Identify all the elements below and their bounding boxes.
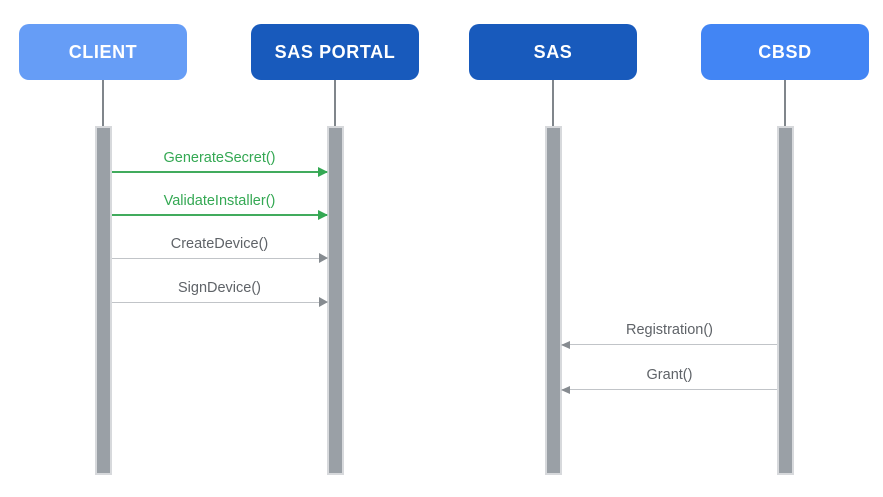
arrowhead-right-icon <box>319 253 328 263</box>
arrowhead-left-icon <box>561 341 570 349</box>
arrowhead-left-icon <box>561 386 570 394</box>
message-label: CreateDevice() <box>170 236 269 252</box>
message-arrow-line <box>112 301 327 303</box>
message-grant: Grant() <box>561 364 777 394</box>
lifeline-cbsd <box>784 80 786 126</box>
lifeline-client <box>102 80 104 126</box>
message-create-device: CreateDevice() <box>112 233 328 263</box>
message-generate-secret: GenerateSecret() <box>112 147 328 177</box>
activation-bar-cbsd <box>777 126 794 475</box>
message-label: ValidateInstaller() <box>163 193 276 209</box>
actor-label-cbsd: CBSD <box>758 41 812 62</box>
actor-box-cbsd: CBSD <box>701 24 869 80</box>
message-arrow-line <box>112 171 327 173</box>
actor-box-sas-portal: SAS PORTAL <box>251 24 419 80</box>
message-arrow-line <box>112 214 327 216</box>
actor-label-client: CLIENT <box>68 41 138 62</box>
message-validate-installer: ValidateInstaller() <box>112 190 328 220</box>
message-arrow-line <box>562 388 777 390</box>
message-registration: Registration() <box>561 319 777 349</box>
activation-bar-sas <box>545 126 562 475</box>
actor-box-client: CLIENT <box>19 24 187 80</box>
message-sign-device: SignDevice() <box>112 277 328 307</box>
arrowhead-right-icon <box>318 167 328 177</box>
message-arrow-line <box>112 257 327 259</box>
actor-label-sas: SAS <box>533 41 573 62</box>
arrowhead-right-icon <box>318 210 328 220</box>
lifeline-sas <box>552 80 554 126</box>
actor-box-sas: SAS <box>469 24 637 80</box>
activation-bar-sas-portal <box>327 126 344 475</box>
lifeline-sas-portal <box>334 80 336 126</box>
message-label: Grant() <box>646 367 693 383</box>
actor-label-sas-portal: SAS PORTAL <box>274 41 396 62</box>
arrowhead-right-icon <box>319 297 328 307</box>
message-label: GenerateSecret() <box>163 150 276 166</box>
message-label: SignDevice() <box>178 280 261 296</box>
activation-bar-client <box>95 126 112 475</box>
message-arrow-line <box>562 343 777 345</box>
message-label: Registration() <box>625 322 714 338</box>
